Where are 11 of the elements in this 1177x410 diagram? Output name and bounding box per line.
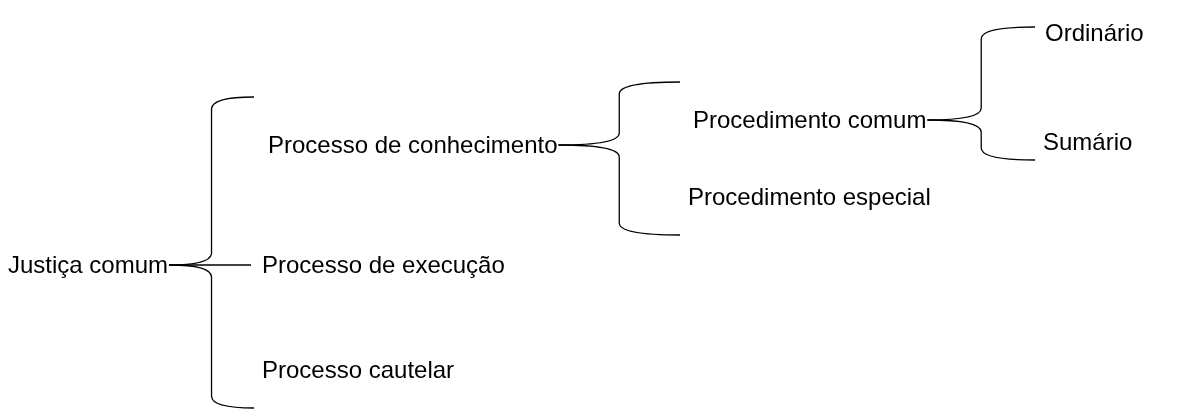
node-label: Sumário bbox=[1043, 127, 1133, 157]
node-label: Procedimento comum bbox=[693, 105, 927, 135]
node-label: Processo de execução bbox=[262, 250, 505, 280]
curly-brace bbox=[926, 119, 1036, 161]
node-label: Procedimento especial bbox=[688, 182, 931, 212]
curly-brace bbox=[557, 144, 681, 236]
node-label: Justiça comum bbox=[8, 250, 169, 280]
node-label: Processo de conhecimento bbox=[268, 130, 558, 160]
curly-brace bbox=[168, 264, 255, 409]
node-label: Ordinário bbox=[1045, 18, 1144, 48]
node-label: Processo cautelar bbox=[262, 355, 455, 385]
